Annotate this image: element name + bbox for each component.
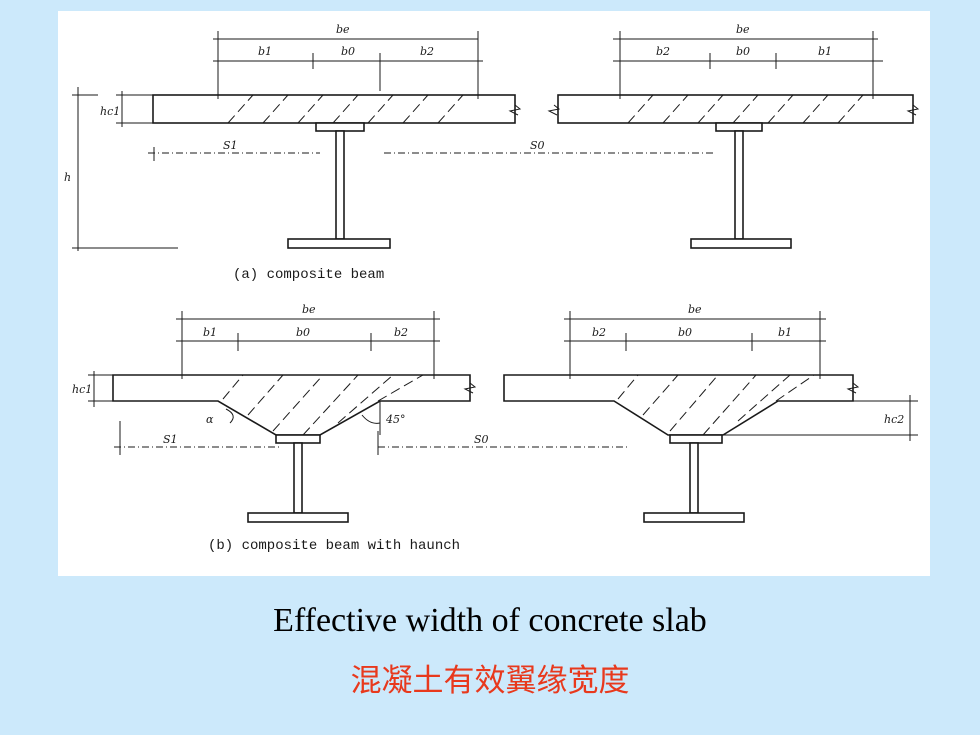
label-b0: b0 bbox=[341, 45, 355, 58]
label-b2: b2 bbox=[592, 326, 606, 339]
composite-beam-figure: be b1 b0 b2 hc1 h bbox=[58, 11, 930, 576]
hatch-effective-zone bbox=[227, 94, 464, 124]
label-b1: b1 bbox=[258, 45, 272, 58]
label-be: be bbox=[336, 23, 350, 36]
label-b1: b1 bbox=[818, 45, 832, 58]
label-be: be bbox=[736, 23, 750, 36]
hatch-effective-zone bbox=[222, 374, 424, 436]
label-b2: b2 bbox=[656, 45, 670, 58]
steel-web bbox=[335, 130, 345, 240]
label-hc1: hc1 bbox=[72, 383, 92, 396]
steel-bottom-flange bbox=[690, 238, 792, 249]
caption-a: (a) composite beam bbox=[233, 267, 384, 283]
steel-web bbox=[293, 442, 303, 514]
label-alpha: α bbox=[206, 413, 214, 426]
diagram-canvas: be b1 b0 b2 hc1 h bbox=[64, 23, 920, 554]
steel-bottom-flange bbox=[643, 512, 745, 523]
label-b0: b0 bbox=[296, 326, 310, 339]
label-hc2: hc2 bbox=[884, 413, 904, 426]
hatch-effective-zone bbox=[617, 374, 815, 436]
steel-web bbox=[689, 442, 699, 514]
concrete-slab-haunch bbox=[503, 374, 854, 436]
label-be: be bbox=[302, 303, 316, 316]
steel-top-flange bbox=[315, 122, 365, 132]
steel-bottom-flange bbox=[247, 512, 349, 523]
label-S1: S1 bbox=[163, 433, 178, 446]
steel-top-flange bbox=[275, 434, 321, 444]
diagram-b-left: be b1 b0 b2 α 45° hc1 bbox=[72, 303, 628, 523]
steel-bottom-flange bbox=[287, 238, 391, 249]
label-b2: b2 bbox=[420, 45, 434, 58]
label-b1: b1 bbox=[778, 326, 792, 339]
label-be: be bbox=[688, 303, 702, 316]
steel-web bbox=[734, 130, 744, 240]
caption-chinese: 混凝土有效翼缘宽度 bbox=[350, 663, 630, 699]
concrete-slab bbox=[152, 94, 516, 124]
label-h: h bbox=[64, 171, 71, 184]
steel-top-flange bbox=[669, 434, 723, 444]
label-S0: S0 bbox=[474, 433, 489, 446]
label-S0: S0 bbox=[530, 139, 545, 152]
diagram-a-right: be b2 b0 b1 bbox=[547, 23, 920, 249]
label-hc1: hc1 bbox=[100, 105, 120, 118]
label-S1: S1 bbox=[223, 139, 238, 152]
label-45: 45° bbox=[385, 413, 406, 426]
label-b0: b0 bbox=[736, 45, 750, 58]
hatch-effective-zone bbox=[627, 94, 864, 124]
concrete-slab-haunch bbox=[112, 374, 471, 436]
diagram-b-right: be b2 b0 b1 hc2 bbox=[503, 303, 918, 523]
label-b2: b2 bbox=[394, 326, 408, 339]
label-b0: b0 bbox=[678, 326, 692, 339]
caption-b: (b) composite beam with haunch bbox=[208, 538, 460, 554]
caption-english: Effective width of concrete slab bbox=[273, 602, 707, 639]
diagram-a-left: be b1 b0 b2 hc1 h bbox=[64, 23, 713, 251]
label-b1: b1 bbox=[203, 326, 217, 339]
steel-top-flange bbox=[715, 122, 763, 132]
